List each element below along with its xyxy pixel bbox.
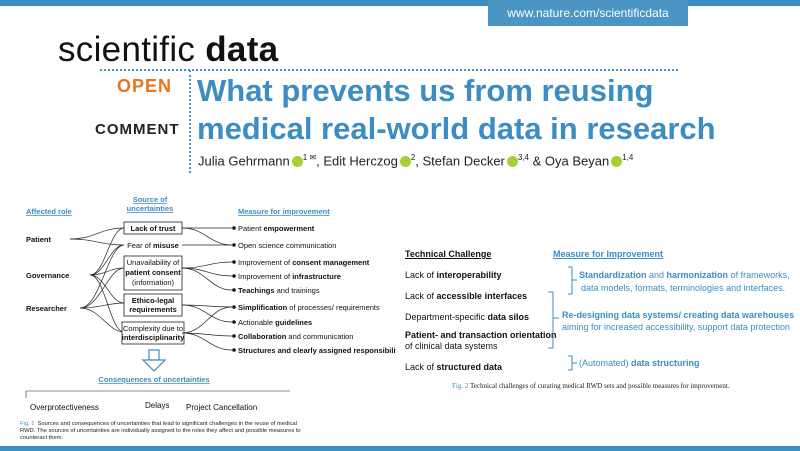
source-misuse-label: Fear of misuse <box>127 241 179 250</box>
challenge-item: Lack of accessible interfaces <box>405 291 528 301</box>
down-arrow-icon <box>141 349 167 372</box>
journal-url[interactable]: www.nature.com/scientificdata <box>488 0 688 26</box>
measure-bullet <box>232 226 236 230</box>
svg-text:Teachings and trainings: Teachings and trainings <box>238 286 320 295</box>
journal-logo: scientific data <box>58 30 279 69</box>
article-title: What prevents us from reusing medical re… <box>197 73 716 146</box>
svg-text:Patient empowerment: Patient empowerment <box>238 224 315 233</box>
source-legal-line2: requirements <box>129 305 177 314</box>
svg-text:Simplification of processes/ r: Simplification of processes/ requirement… <box>238 303 380 312</box>
consequence-item: Project Cancellation <box>186 403 257 412</box>
source-consent-line2: patient consent <box>125 268 181 277</box>
measure-bullet <box>232 305 236 309</box>
measure-item: Collaboration and communication <box>232 332 353 341</box>
consequences-title: Consequences of uncertainties <box>98 375 209 384</box>
measure-item: Simplification of processes/ requirement… <box>232 303 380 312</box>
svg-text:Structures and clearly assigne: Structures and clearly assigned responsi… <box>238 346 396 355</box>
col-header-measures: Measure for improvement <box>238 207 330 216</box>
measure-structuring: (Automated) data structuring <box>579 358 700 368</box>
top-accent-bar <box>0 0 800 6</box>
challenge-item: Lack of structured data <box>405 362 503 372</box>
col-header-sources-2: uncertainties <box>127 204 174 213</box>
consequence-item: Overprotectiveness <box>30 403 99 412</box>
role-patient: Patient <box>26 235 52 244</box>
measure-item: Patient empowerment <box>232 224 315 233</box>
source-complexity-line2: interdisciplinarity <box>122 333 185 342</box>
figure-2-brackets <box>548 266 577 371</box>
col-header-measure: Measure for Improvement <box>553 249 664 259</box>
source-measure-connectors <box>181 227 233 351</box>
article-type-label: COMMENT <box>95 121 180 138</box>
svg-text:Improvement of infrastructure: Improvement of infrastructure <box>238 272 341 281</box>
author-name[interactable]: Oya Beyan <box>544 153 610 169</box>
measure-item: Structures and clearly assigned responsi… <box>232 346 396 355</box>
svg-text:Open science communication: Open science communication <box>238 241 336 250</box>
svg-text:counteract them.: counteract them. <box>20 435 64 441</box>
role-governance: Governance <box>26 271 69 280</box>
svg-text:Improvement of consent managem: Improvement of consent management <box>238 258 370 267</box>
measure-standardization: Standardization and harmonization of fra… <box>579 270 790 280</box>
measure-bullet <box>232 334 236 338</box>
measure-bullet <box>232 348 236 352</box>
challenge-item: Department-specific data silos <box>405 312 530 322</box>
challenge-item-continued: of clinical data systems <box>405 341 498 351</box>
measure-redesign: Re-designing data systems/ creating data… <box>562 310 795 320</box>
col-header-sources: Source of <box>133 195 168 204</box>
role-researcher: Researcher <box>26 304 67 313</box>
orcid-icon[interactable] <box>399 156 411 168</box>
measure-item: Improvement of infrastructure <box>232 272 341 281</box>
consequence-item: Delays <box>145 401 169 410</box>
col-header-challenge: Technical Challenge <box>405 249 492 259</box>
svg-text:Actionable guidelines: Actionable guidelines <box>238 318 312 327</box>
col-header-roles: Affected role <box>26 207 72 216</box>
open-access-label: OPEN <box>117 76 173 96</box>
measure-redesign-line2: aiming for increased accessibility, supp… <box>562 322 790 332</box>
orcid-icon[interactable] <box>291 156 303 168</box>
challenge-item: Lack of interoperability <box>405 270 502 280</box>
figure-2-diagram: Technical Challenge Measure for Improvem… <box>396 200 800 418</box>
measure-bullet <box>232 320 236 324</box>
measure-item: Teachings and trainings <box>232 286 320 295</box>
dotted-rule-vertical <box>189 70 191 173</box>
author-name[interactable]: Edit Herczog <box>323 153 398 169</box>
source-box-consent <box>123 255 183 291</box>
source-trust-label: Lack of trust <box>130 224 176 233</box>
figure-2-caption: Fig. 2 Technical challenges of curating … <box>452 382 730 390</box>
source-complexity-line1: Complexity due to <box>123 324 183 333</box>
source-consent-line1: Unavailability of <box>127 258 180 267</box>
measure-bullet <box>232 274 236 278</box>
measure-item: Open science communication <box>232 241 336 250</box>
dotted-rule-horizontal <box>100 69 678 71</box>
measure-bullet <box>232 260 236 264</box>
measure-item: Actionable guidelines <box>232 318 312 327</box>
orcid-icon[interactable] <box>611 156 623 168</box>
role-source-connectors <box>69 227 125 333</box>
figure-1-diagram: Affected role Source of uncertainties Me… <box>20 195 396 441</box>
measures-list: Patient empowerment Open science communi… <box>232 224 396 355</box>
svg-text:Collaboration and communicatio: Collaboration and communication <box>238 332 353 341</box>
measure-standardization-line2: data models, formats, terminologies and … <box>581 283 786 293</box>
author-name[interactable]: Stefan Decker <box>422 153 505 169</box>
orcid-icon[interactable] <box>506 156 518 168</box>
measure-item: Improvement of consent management <box>232 258 370 267</box>
bottom-accent-bar <box>0 446 800 451</box>
challenge-item: Patient- and transaction orientation <box>405 330 557 340</box>
author-name[interactable]: Julia Gehrmann <box>198 153 290 169</box>
source-legal-line1: Ethico-legal <box>132 296 175 305</box>
measure-bullet <box>232 288 236 292</box>
measure-bullet <box>232 243 236 247</box>
source-consent-line3: (information) <box>132 278 175 287</box>
svg-text:RWD. The sources of uncertaint: RWD. The sources of uncertainties are in… <box>20 428 301 434</box>
